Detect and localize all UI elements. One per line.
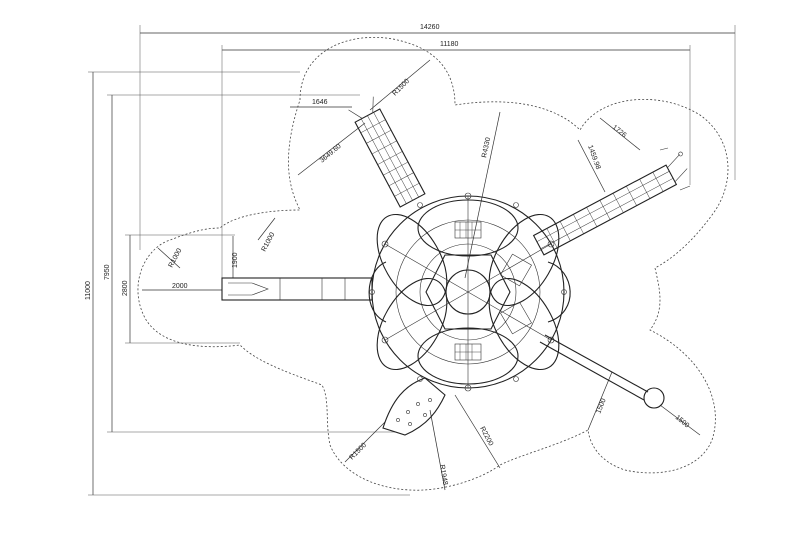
- pole-arm: [539, 334, 665, 409]
- slide: [221, 277, 373, 301]
- dim-pole-radius-label: 1500: [674, 414, 691, 429]
- dim-net-offset-label: 1646: [312, 99, 328, 106]
- dim-slide-height-label: 2800: [122, 280, 129, 296]
- dim-bridge-length-label: 1459.98: [586, 144, 601, 170]
- dim-overall-width-label: 14260: [420, 24, 440, 31]
- dim-slide-radius-label: R1000: [168, 247, 184, 269]
- climbing-bridge: [532, 151, 688, 256]
- dim-overall-height-label: 11000: [85, 281, 92, 300]
- safety-zone-outline: [137, 36, 729, 491]
- dim-dome-radius-label: R4330: [481, 137, 492, 159]
- dim-bridge-width-label: 1726: [611, 124, 628, 139]
- climbing-net: [348, 96, 426, 208]
- dim-slide-radius-b-label: R1000: [261, 231, 277, 253]
- dim-slide-offset-label: 1900: [232, 252, 239, 268]
- dim-pole-clearance-label: 1500: [595, 398, 607, 415]
- dim-net-length-label: 3649.60: [319, 143, 343, 165]
- dim-inner-height-label: 7950: [104, 264, 111, 280]
- dim-inner-width-label: 11180: [440, 41, 459, 48]
- dim-bottom-radius-a-label: R1500: [348, 442, 368, 462]
- dim-net-radius-label: R1500: [391, 78, 411, 98]
- climbing-wall: [382, 377, 446, 436]
- dim-bottom-radius-b-label: R1948: [438, 464, 448, 486]
- central-dome: [368, 192, 571, 392]
- dim-slide-length-label: 2000: [172, 283, 188, 290]
